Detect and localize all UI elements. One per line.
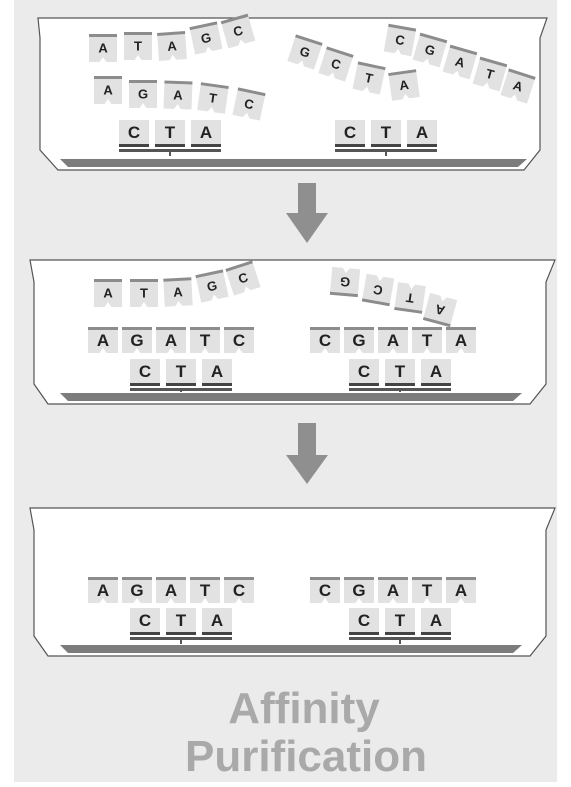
nucleotide-letter: A xyxy=(98,41,108,56)
nucleotide-letter: G xyxy=(339,274,350,290)
nucleotide-tile: A xyxy=(388,69,420,101)
nucleotide-tile: G xyxy=(195,269,228,302)
nucleotide-tile: A xyxy=(446,577,476,603)
nucleotide-letter: T xyxy=(422,581,433,600)
nucleotide-letter: A xyxy=(167,38,178,54)
nucleotide-tile: T xyxy=(197,82,229,114)
probe-letter: C xyxy=(358,362,370,381)
nucleotide-letter: T xyxy=(200,581,211,600)
nucleotide-letter: C xyxy=(319,331,331,350)
nucleotide-tile: G xyxy=(344,327,374,353)
tray-base xyxy=(60,645,522,653)
nucleotide-letter: T xyxy=(140,286,148,301)
probe-letter: T xyxy=(176,362,187,381)
probe-letter: A xyxy=(430,362,442,381)
probe-letter: T xyxy=(381,123,392,142)
nucleotide-tile: A xyxy=(156,327,186,353)
nucleotide-letter: A xyxy=(103,83,113,98)
probe-letter: C xyxy=(358,611,370,630)
nucleotide-tile: T xyxy=(412,577,442,603)
tray-base xyxy=(60,393,522,401)
nucleotide-tile: T xyxy=(412,327,442,353)
probe-letter: T xyxy=(176,611,187,630)
title-line-2: Purification xyxy=(185,732,427,781)
nucleotide-letter: A xyxy=(387,581,399,600)
probe: CTA xyxy=(119,120,221,156)
nucleotide-tile: G xyxy=(122,327,152,353)
nucleotide-letter: A xyxy=(97,331,109,350)
probe-letter: T xyxy=(395,362,406,381)
nucleotide-letter: G xyxy=(130,331,143,350)
nucleotide-tile: C xyxy=(384,24,416,56)
probe-letter: A xyxy=(430,611,442,630)
nucleotide-letter: A xyxy=(455,581,467,600)
probe-letter: A xyxy=(416,123,428,142)
probe-letter: A xyxy=(211,362,223,381)
nucleotide-tile: A xyxy=(446,327,476,353)
nucleotide-tile: C xyxy=(310,327,340,353)
probe-letter: T xyxy=(395,611,406,630)
nucleotide-letter: T xyxy=(134,39,142,54)
nucleotide-tile: A xyxy=(156,577,186,603)
nucleotide-tile: T xyxy=(352,61,385,94)
nucleotide-letter: C xyxy=(233,581,245,600)
probe-letter: C xyxy=(139,611,151,630)
nucleotide-tile: T xyxy=(190,327,220,353)
nucleotide-tile: G xyxy=(122,577,152,603)
tray-base xyxy=(60,159,527,167)
nucleotide-letter: C xyxy=(319,581,331,600)
nucleotide-letter: A xyxy=(165,581,177,600)
probe-letter: T xyxy=(165,123,176,142)
nucleotide-tile: C xyxy=(224,577,254,603)
probe-letter: C xyxy=(139,362,151,381)
probe-letter: A xyxy=(200,123,212,142)
nucleotide-tile: C xyxy=(232,87,265,120)
nucleotide-letter: A xyxy=(173,284,184,300)
nucleotide-letter: G xyxy=(352,581,365,600)
nucleotide-tile: T xyxy=(190,577,220,603)
nucleotide-letter: C xyxy=(233,331,245,350)
nucleotide-tile: C xyxy=(362,274,394,306)
nucleotide-tile: T xyxy=(394,282,426,314)
nucleotide-letter: A xyxy=(455,331,467,350)
panel-2-hybridized: ATAGCGCTA AGATCCGATA CTACTA xyxy=(30,260,555,404)
nucleotide-tile: C xyxy=(224,327,254,353)
nucleotide-letter: A xyxy=(387,331,399,350)
nucleotide-letter: G xyxy=(352,331,365,350)
probe-letter: C xyxy=(128,123,140,142)
nucleotide-letter: T xyxy=(200,331,211,350)
nucleotide-letter: A xyxy=(173,87,184,102)
nucleotide-tile: A xyxy=(378,577,408,603)
nucleotide-letter: A xyxy=(165,331,177,350)
probe-letter: C xyxy=(344,123,356,142)
nucleotide-letter: T xyxy=(422,331,433,350)
nucleotide-tile: G xyxy=(189,21,222,54)
title-line-1: Affinity xyxy=(228,684,380,733)
nucleotide-tile: A xyxy=(88,577,118,603)
nucleotide-letter: G xyxy=(138,87,148,102)
nucleotide-letter: A xyxy=(97,581,109,600)
nucleotide-tile: A xyxy=(88,327,118,353)
probe-letter: A xyxy=(211,611,223,630)
nucleotide-tile: G xyxy=(344,577,374,603)
nucleotide-letter: A xyxy=(103,286,113,301)
nucleotide-tile: A xyxy=(378,327,408,353)
nucleotide-tile: C xyxy=(310,577,340,603)
nucleotide-letter: G xyxy=(130,581,143,600)
